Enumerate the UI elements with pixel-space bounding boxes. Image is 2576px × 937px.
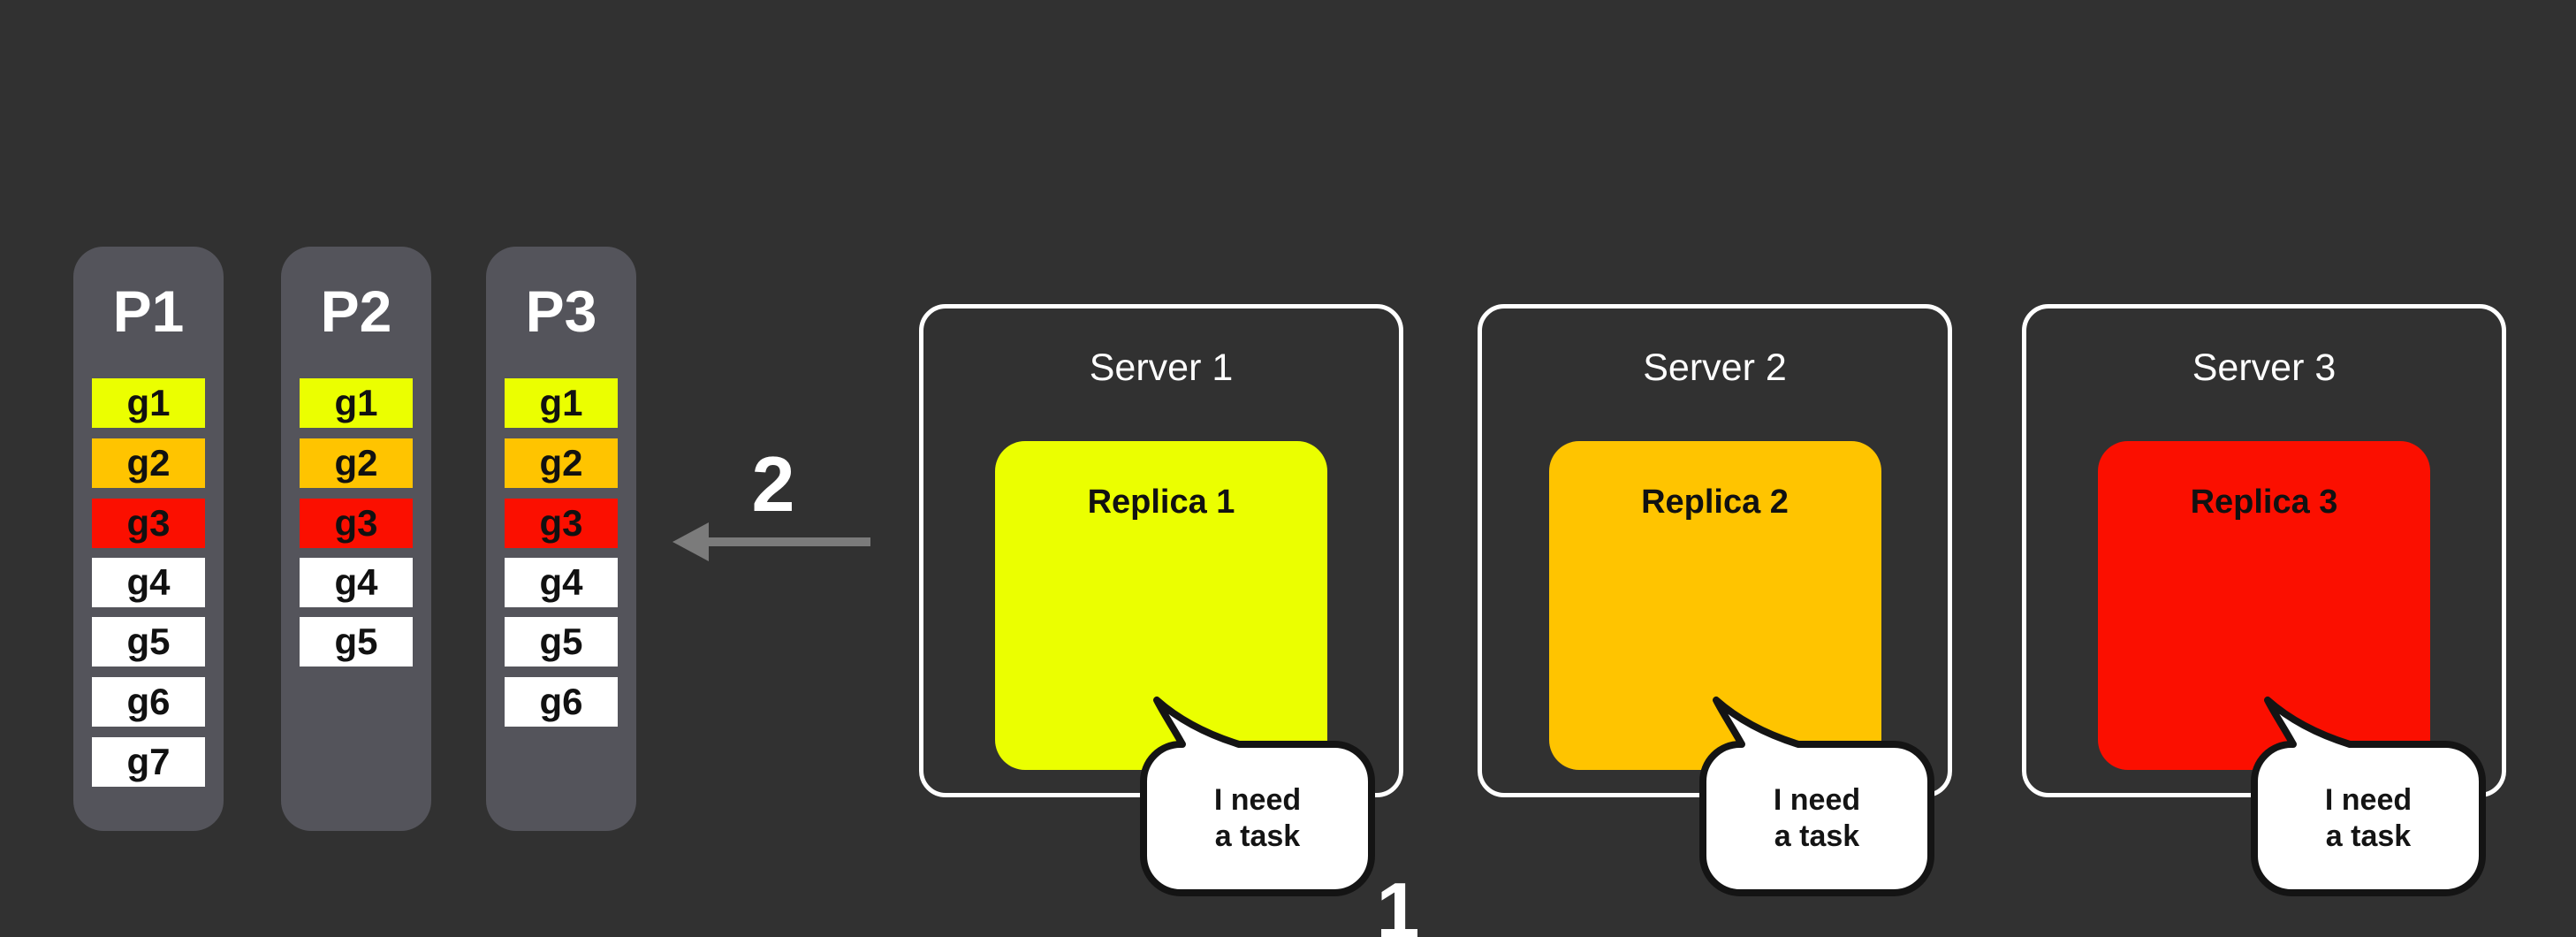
- server-3-title: Server 3: [2192, 347, 2337, 389]
- task-cell: g2: [505, 438, 618, 488]
- task-cell: g5: [505, 617, 618, 667]
- queue-column-p1: P1 g1 g2 g3 g4 g5 g6 g7: [73, 247, 224, 831]
- server-1-box: Server 1 Replica 1: [919, 304, 1403, 797]
- task-cell: g4: [505, 558, 618, 607]
- task-cell: g1: [300, 378, 413, 428]
- task-cell: g2: [300, 438, 413, 488]
- bubble-line: a task: [1214, 819, 1301, 853]
- replica-1-box: Replica 1: [995, 441, 1327, 770]
- step-1-label: 1: [1376, 866, 1420, 937]
- step-2-label: 2: [751, 440, 795, 528]
- bubble-line: I need: [2324, 783, 2413, 818]
- server-2-box: Server 2 Replica 2: [1478, 304, 1952, 797]
- replica-2-label: Replica 2: [1641, 484, 1789, 521]
- server-1-title: Server 1: [1089, 347, 1234, 389]
- queue-column-label: P2: [320, 278, 392, 344]
- replica-1-label: Replica 1: [1087, 484, 1235, 521]
- task-cell: g4: [300, 558, 413, 607]
- speech-bubble-2: [1699, 697, 1934, 896]
- speech-bubble-1: [1140, 697, 1375, 896]
- task-cell: g3: [300, 499, 413, 548]
- replica-2-box: Replica 2: [1548, 441, 1881, 770]
- bubble-line: a task: [1774, 819, 1860, 853]
- replica-3-box: Replica 3: [2098, 441, 2430, 770]
- server-2-title: Server 2: [1643, 347, 1787, 389]
- task-cell: g7: [92, 737, 205, 787]
- speech-bubble-3: [2251, 697, 2486, 896]
- bubble-2-text: I need a task: [1703, 744, 1931, 893]
- bubble-line: a task: [2325, 819, 2412, 853]
- task-cell: g5: [92, 617, 205, 667]
- bubble-line: I need: [1213, 783, 1302, 818]
- assign-arrow-icon: [672, 522, 870, 561]
- task-cell: g6: [505, 677, 618, 727]
- server-3-box: Server 3 Replica 3: [2022, 304, 2506, 797]
- task-cell: g5: [300, 617, 413, 667]
- queue-column-label: P1: [112, 278, 185, 344]
- bubble-3-text: I need a task: [2254, 744, 2482, 893]
- task-cell: g1: [92, 378, 205, 428]
- task-cell: g3: [92, 499, 205, 548]
- task-cell: g1: [505, 378, 618, 428]
- queue-column-label: P3: [525, 278, 597, 344]
- bubble-1-text: I need a task: [1144, 744, 1372, 893]
- task-cell: g2: [92, 438, 205, 488]
- task-cell: g4: [92, 558, 205, 607]
- queue-column-p3: P3 g1 g2 g3 g4 g5 g6: [486, 247, 636, 831]
- task-cell: g3: [505, 499, 618, 548]
- task-cell: g6: [92, 677, 205, 727]
- replica-3-label: Replica 3: [2190, 484, 2338, 521]
- bubble-line: I need: [1773, 783, 1861, 818]
- queue-column-p2: P2 g1 g2 g3 g4 g5: [281, 247, 431, 831]
